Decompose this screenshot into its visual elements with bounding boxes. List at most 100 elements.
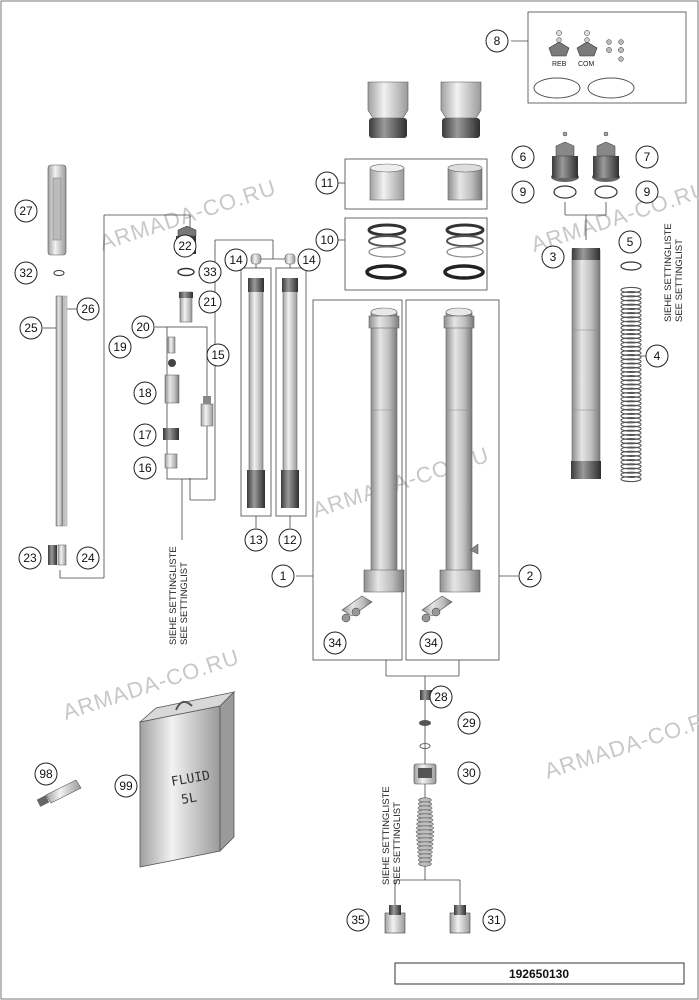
part-17-shim-stack [163,374,180,440]
small-washer [419,743,431,749]
part-18-nut [168,359,176,367]
part-23-24-fittings [48,544,67,566]
callout-2: 2 [518,564,542,588]
callout-number: 33 [203,265,217,279]
part-99-fluid-can: FLUID 5L [138,691,236,868]
callout-circle [14,261,38,285]
spring-coil [620,383,642,390]
spring-coil [620,442,642,449]
callout-number: 27 [19,204,33,218]
spring-coil [620,349,642,357]
callout-circle [315,228,339,252]
callout-98: 98 [34,762,58,786]
settinglist-en: SEE SETTINGLIST [179,562,190,645]
callout-12: 12 [278,528,302,552]
callout-circle [206,343,230,367]
part-7-top-cap [592,131,620,182]
callout-8: 8 [485,29,509,53]
callout-number: 8 [494,34,501,48]
spring-coil [620,324,642,331]
spring-coil [620,354,642,361]
spring-coil [620,421,642,428]
spring-coil [620,438,642,445]
settinglist-note-right: SIEHE SETTINGLISTE SEE SETTINGLIST [663,223,685,322]
callout-number: 2 [527,569,534,583]
callout-circle [108,335,132,359]
callout-circle [224,248,248,272]
spring-coil [620,307,642,315]
callout-number: 22 [178,239,192,253]
callout-circle [645,344,669,368]
spring-coil [620,341,642,348]
spring-coil [620,446,642,453]
callout-number: 31 [487,913,501,927]
part-19-screw [167,336,176,354]
callout-6: 6 [511,145,535,169]
shim-disc [418,861,432,867]
part-30-valve [413,763,437,785]
diagram-code: 192650130 [509,967,569,981]
callout-circle [635,180,659,204]
spring-coil [620,366,642,373]
callout-5: 5 [618,230,642,254]
spring-coil [620,408,642,415]
callout-circle [346,908,370,932]
part-4-spring [620,286,642,483]
compression-label: COM [578,61,595,68]
part-1-fork-leg-left [341,307,405,623]
callout-number: 34 [424,636,438,650]
spring-coil [620,286,642,294]
small-seals [606,39,624,62]
spring-coil [620,396,642,403]
rebound-label: REB [552,61,567,68]
callout-number: 99 [119,779,133,793]
callout-number: 24 [81,551,95,565]
part-27-tool-tube [47,164,67,256]
part-9-o-ring [594,185,618,199]
callout-circle [76,297,100,321]
callout-17: 17 [133,423,157,447]
spring-coil [620,299,642,306]
callout-number: 9 [644,185,651,199]
spring-coil [620,328,642,336]
spring-coil [620,295,642,302]
callout-27: 27 [14,199,38,223]
spring-coil [620,337,642,344]
spring-coil [620,391,642,399]
callout-circle [518,564,542,588]
callout-number: 4 [654,349,661,363]
callout-23: 23 [18,546,42,570]
callout-30: 30 [457,761,481,785]
part-25-piston-rod [55,295,68,527]
callout-number: 7 [644,150,651,164]
spring-coil [620,433,642,441]
callout-4: 4 [645,344,669,368]
callout-number: 28 [434,690,448,704]
callout-circle [315,171,339,195]
callout-15: 15 [206,343,230,367]
dust-boots [367,81,482,138]
part-35-base-valve [384,905,406,934]
callout-number: 17 [138,428,152,442]
spring-coil [620,404,642,411]
part-33-o-ring [177,267,195,277]
settinglist-note-left: SIEHE SETTINGLISTE SEE SETTINGLIST [168,546,190,645]
callout-9: 9 [635,180,659,204]
callout-34: 34 [419,631,443,655]
callout-number: 15 [211,348,225,362]
spring-coil [620,459,642,466]
callout-16: 16 [133,456,157,480]
callout-number: 5 [627,235,634,249]
callout-33: 33 [198,260,222,284]
callout-number: 20 [136,320,150,334]
callout-34: 34 [323,631,347,655]
part-98-grease-tube [36,779,82,807]
spring-coil [620,333,642,340]
part-13-cartridge [247,253,265,508]
callout-25: 25 [19,316,43,340]
callout-circle [271,564,295,588]
callout-circle [173,234,197,258]
fluid-volume: 5L [180,790,198,808]
spring-coil [620,400,642,407]
